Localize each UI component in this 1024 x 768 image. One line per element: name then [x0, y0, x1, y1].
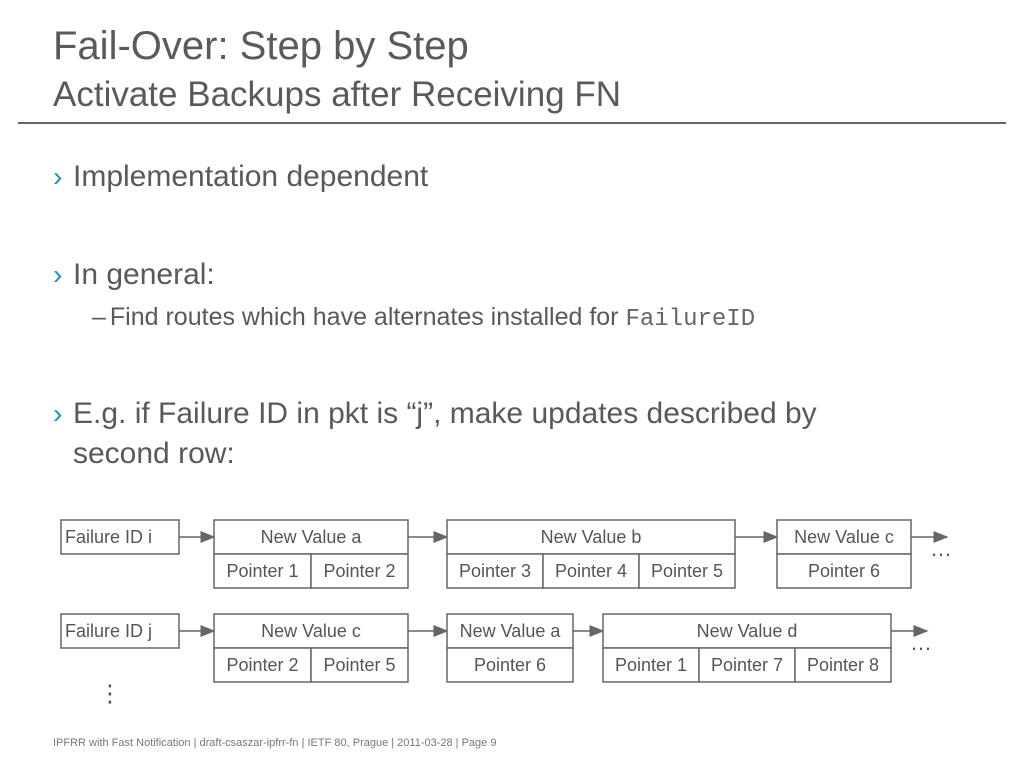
pointer-box — [698, 647, 796, 683]
pointer-label: Pointer 7 — [711, 655, 783, 675]
failure-id-label: Failure ID j — [65, 621, 152, 641]
continuation-ellipsis: … — [910, 630, 932, 655]
bullet-2-text: In general: — [73, 258, 215, 291]
footer: IPFRR with Fast Notification | draft-csa… — [53, 737, 497, 749]
slide-title: Fail-Over: Step by Step — [53, 24, 469, 68]
bullet-1: › Implementation dependent — [53, 157, 428, 197]
pointer-box — [446, 647, 574, 683]
bullet-3: › E.g. if Failure ID in pkt is “j”, make… — [53, 394, 817, 474]
pointer-label: Pointer 2 — [226, 655, 298, 675]
bullet-chevron-icon: › — [53, 161, 63, 192]
title-divider — [18, 122, 1006, 124]
pointer-box — [602, 647, 700, 683]
pointer-label: Pointer 3 — [459, 561, 531, 581]
new-value-label: New Value c — [794, 527, 894, 547]
bullet-chevron-icon: › — [53, 259, 63, 290]
bullet-chevron-icon: › — [53, 398, 63, 429]
pointer-label: Pointer 5 — [323, 655, 395, 675]
more-rows-ellipsis: ⋮ — [98, 681, 122, 708]
pointer-label: Pointer 2 — [323, 561, 395, 581]
new-value-box — [602, 613, 892, 649]
new-value-label: New Value c — [261, 621, 361, 641]
pointer-box — [794, 647, 892, 683]
pointer-label: Pointer 5 — [651, 561, 723, 581]
pointer-box — [213, 553, 312, 589]
pointer-label: Pointer 4 — [555, 561, 627, 581]
bullet-2: › In general: — [53, 255, 215, 295]
pointer-label: Pointer 8 — [807, 655, 879, 675]
pointer-box — [310, 647, 409, 683]
new-value-label: New Value b — [541, 527, 642, 547]
bullet-1-text: Implementation dependent — [73, 160, 429, 193]
failure-id-label: Failure ID i — [65, 527, 152, 547]
pointer-box — [638, 553, 736, 589]
continuation-ellipsis: … — [930, 536, 952, 561]
new-value-label: New Value a — [460, 621, 562, 641]
sub-bullet-text: Find routes which have alternates instal… — [109, 303, 619, 331]
pointer-box — [776, 553, 912, 589]
new-value-box — [213, 613, 409, 649]
bullet-3-text-line2: second row: — [73, 437, 235, 470]
sub-bullet: –Find routes which have alternates insta… — [92, 300, 755, 337]
sub-bullet-dash: – — [92, 303, 106, 331]
new-value-label: New Value a — [261, 527, 363, 547]
pointer-label: Pointer 1 — [226, 561, 298, 581]
new-value-label: New Value d — [697, 621, 798, 641]
pointer-box — [542, 553, 640, 589]
failure-id-code: FailureID — [625, 306, 756, 333]
pointer-label: Pointer 6 — [808, 561, 880, 581]
pointer-box — [310, 553, 409, 589]
pointer-box — [446, 553, 544, 589]
slide-subtitle: Activate Backups after Receiving FN — [53, 75, 622, 114]
pointer-label: Pointer 1 — [615, 655, 687, 675]
bullet-3-text: E.g. if Failure ID in pkt is “j”, make u… — [73, 397, 817, 430]
pointer-label: Pointer 6 — [474, 655, 546, 675]
